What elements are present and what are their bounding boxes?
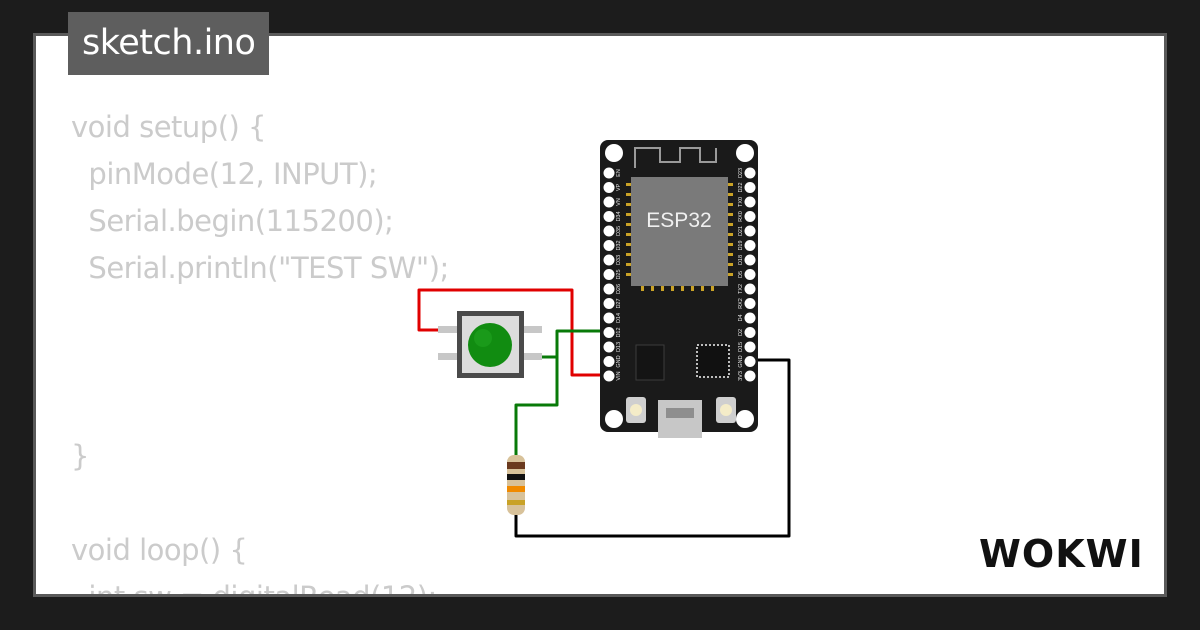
preview-card: void setup() { pinMode(12, INPUT); Seria… xyxy=(33,33,1167,597)
pin-rx0[interactable] xyxy=(744,211,756,222)
code-line: pinMode(12, INPUT); xyxy=(71,157,378,191)
pin-label: D26 xyxy=(616,284,622,294)
pin-d21[interactable] xyxy=(744,225,756,237)
pin-label: VP xyxy=(616,184,622,192)
pin-gnd[interactable] xyxy=(744,356,756,367)
pin-label: D18 xyxy=(738,255,744,265)
pin-d18[interactable] xyxy=(744,254,756,266)
pin-label: TX2 xyxy=(738,284,744,294)
pin-d22[interactable] xyxy=(744,182,756,193)
pin-d5[interactable] xyxy=(744,269,756,280)
pin-d15[interactable] xyxy=(744,341,756,353)
en-button[interactable] xyxy=(716,397,736,423)
pin-d19[interactable] xyxy=(744,240,756,251)
pin-en[interactable] xyxy=(603,167,615,179)
pin-d14[interactable] xyxy=(603,312,615,324)
pin-rx2[interactable] xyxy=(744,298,756,309)
pin-label: D21 xyxy=(738,226,744,236)
pin-label: D25 xyxy=(616,269,622,279)
code-line: int sw = digitalRead(12); xyxy=(71,580,437,597)
pin-label: D22 xyxy=(738,182,744,192)
pin-label: D27 xyxy=(616,298,622,308)
usb-serial-chip xyxy=(696,344,730,378)
pin-label: VIN xyxy=(616,371,622,380)
wire-black xyxy=(514,358,791,538)
pin-label: GND xyxy=(738,355,744,367)
pin-d13[interactable] xyxy=(603,341,615,353)
wokwi-logo-text: WOKWI xyxy=(979,532,1144,576)
pin-d26[interactable] xyxy=(603,283,615,295)
pin-label: D33 xyxy=(616,255,622,265)
pin-label: D19 xyxy=(738,240,744,250)
wokwi-logo: WOKWI xyxy=(979,532,1144,576)
pin-label: TX0 xyxy=(738,197,744,207)
pin-d2[interactable] xyxy=(744,327,756,338)
code-line: Serial.begin(115200); xyxy=(71,204,394,238)
button-cap[interactable] xyxy=(468,323,512,367)
wire-green xyxy=(514,329,609,458)
pin-label: EN xyxy=(616,169,622,177)
code-line: } xyxy=(71,439,89,473)
boot-button[interactable] xyxy=(626,397,646,423)
code-line: Serial.println("TEST SW"); xyxy=(71,251,449,285)
pin-gnd[interactable] xyxy=(603,356,615,367)
pin-vn[interactable] xyxy=(603,196,615,208)
pin-tx0[interactable] xyxy=(744,196,756,208)
pin-3v3[interactable] xyxy=(744,370,756,382)
usb-connector xyxy=(658,400,702,438)
pin-label: D14 xyxy=(616,313,622,323)
pin-vp[interactable] xyxy=(603,182,615,193)
pin-d35[interactable] xyxy=(603,225,615,237)
esp32-board[interactable]: ESP32 ENVPVND34D35D32D33D25D26D27D14D12D… xyxy=(600,140,758,438)
pin-label: D15 xyxy=(738,342,744,352)
pin-label: D2 xyxy=(738,329,744,336)
pin-d25[interactable] xyxy=(603,269,615,280)
voltage-regulator xyxy=(635,344,665,381)
pin-label: 3V3 xyxy=(738,371,744,381)
pin-d34[interactable] xyxy=(603,211,615,222)
pin-label: D34 xyxy=(616,211,622,221)
pin-d12[interactable] xyxy=(603,327,615,338)
code-line: void loop() { xyxy=(71,533,248,567)
pin-label: D4 xyxy=(738,314,744,321)
pin-label: VN xyxy=(616,198,622,206)
pin-label: D5 xyxy=(738,271,744,278)
pin-d4[interactable] xyxy=(744,312,756,324)
pin-label: D13 xyxy=(616,342,622,352)
pin-label: D23 xyxy=(738,168,744,178)
pin-label: RX0 xyxy=(738,211,744,222)
antenna-trace xyxy=(634,147,717,168)
pin-vin[interactable] xyxy=(603,370,615,382)
code-line: void setup() { xyxy=(71,110,266,144)
pin-d27[interactable] xyxy=(603,298,615,309)
pushbutton[interactable] xyxy=(438,311,542,378)
pin-d23[interactable] xyxy=(744,167,756,179)
circuit-diagram: ESP32 ENVPVND34D35D32D33D25D26D27D14D12D… xyxy=(417,140,791,538)
pin-tx2[interactable] xyxy=(744,283,756,295)
pin-d33[interactable] xyxy=(603,254,615,266)
pin-label: D32 xyxy=(616,240,622,250)
code-editor: void setup() { pinMode(12, INPUT); Seria… xyxy=(71,104,449,597)
esp32-chip xyxy=(631,177,728,286)
wire-red xyxy=(417,288,609,377)
pin-label: GND xyxy=(616,355,622,367)
resistor xyxy=(507,455,525,515)
pin-d32[interactable] xyxy=(603,240,615,251)
file-tab[interactable]: sketch.ino xyxy=(68,12,270,75)
chip-label: ESP32 xyxy=(646,209,711,232)
pin-label: D12 xyxy=(616,327,622,337)
pin-label: RX2 xyxy=(738,298,744,309)
pin-label: D35 xyxy=(616,226,622,236)
chip-pads xyxy=(626,183,733,291)
